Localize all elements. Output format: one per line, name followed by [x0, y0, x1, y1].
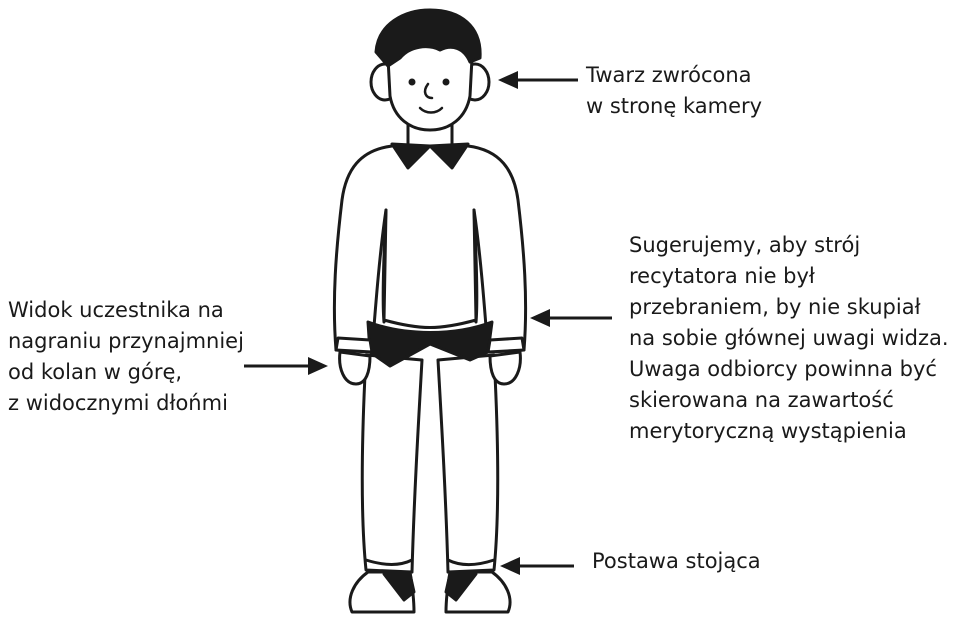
collar	[390, 142, 432, 170]
annotation-outfit: Sugerujemy, aby strój recytatora nie był…	[629, 230, 949, 447]
annotation-posture: Postawa stojąca	[592, 546, 761, 577]
annotation-view-line: nagraniu przynajmniej	[8, 329, 244, 353]
left-leg	[360, 353, 424, 574]
annotation-view-line: z widocznymi dłońmi	[8, 391, 228, 415]
annotation-outfit-line: przebraniem, by nie skupiał	[629, 295, 921, 319]
annotation-face-line: w stronę kamery	[586, 94, 763, 118]
hair	[374, 8, 482, 68]
annotation-posture-line: Postawa stojąca	[592, 549, 761, 573]
annotation-outfit-line: skierowana na zawartość	[629, 388, 894, 412]
right-leg	[436, 353, 500, 574]
right-hand	[488, 350, 522, 386]
annotation-outfit-line: merytoryczną wystąpienia	[629, 419, 907, 443]
sweater	[332, 144, 528, 354]
annotation-view: Widok uczestnika na nagraniu przynajmnie…	[8, 295, 244, 419]
annotation-outfit-line: recytatora nie był	[629, 264, 815, 288]
left-hand	[338, 350, 372, 386]
annotation-view-line: od kolan w górę,	[8, 360, 183, 384]
annotation-face: Twarz zwrócona w stronę kamery	[586, 60, 762, 122]
annotation-face-line: Twarz zwrócona	[586, 63, 752, 87]
annotation-view-line: Widok uczestnika na	[8, 298, 224, 322]
shirt-hem	[366, 320, 494, 368]
annotation-outfit-line: Uwaga odbiorcy powinna być	[629, 357, 937, 381]
annotation-outfit-line: na sobie głównej uwagi widza.	[629, 326, 949, 350]
annotation-outfit-line: Sugerujemy, aby strój	[629, 233, 861, 257]
